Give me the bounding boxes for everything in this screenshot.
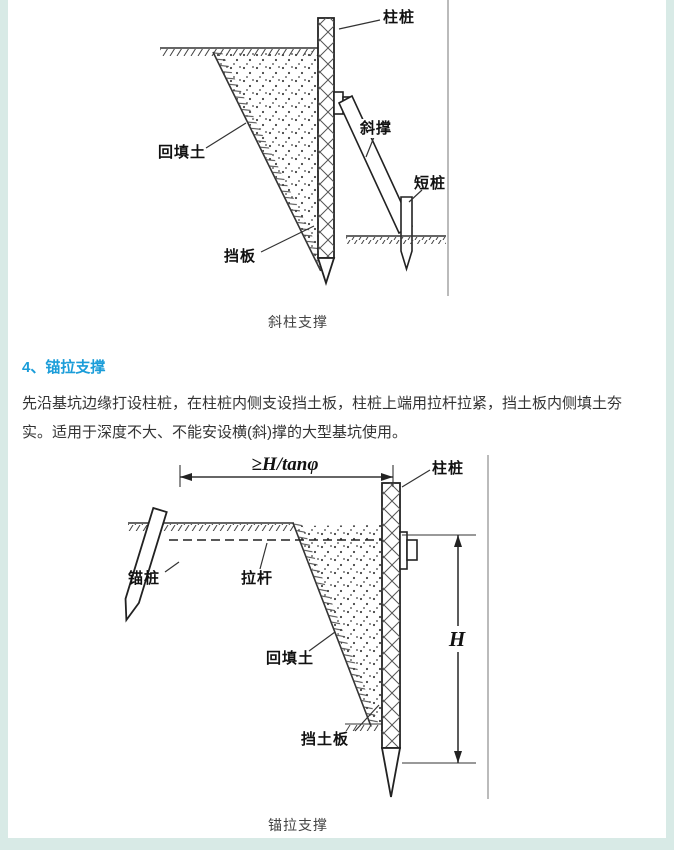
excavation-slope bbox=[292, 520, 379, 727]
leader-board bbox=[260, 225, 315, 253]
label-brace-bg bbox=[357, 119, 395, 138]
short-pile bbox=[400, 196, 413, 272]
top-dimension bbox=[179, 465, 394, 487]
leader-short-pile bbox=[408, 189, 423, 203]
label-inclined-brace: 斜撑 bbox=[359, 119, 392, 137]
figure2-drawing: ≥H/tanφ H 柱桩 锚桩 拉杆 回填土 挡土板 bbox=[124, 454, 489, 799]
figure-inclined-column-support: 柱桩 回填土 斜撑 短桩 挡板 斜柱支撑 bbox=[8, 0, 666, 332]
leader-brace bbox=[365, 136, 375, 158]
label-column-pile: 柱桩 bbox=[432, 459, 464, 477]
leader-backfill bbox=[205, 122, 247, 149]
section-heading: 4、锚拉支撑 bbox=[22, 359, 106, 376]
leader-column-pile bbox=[401, 469, 431, 488]
height-dimension bbox=[402, 534, 476, 764]
ground-line-bottom bbox=[346, 235, 446, 244]
label-board: 挡土板 bbox=[301, 730, 349, 748]
leader-backfill bbox=[308, 631, 336, 652]
leader-board bbox=[354, 704, 380, 732]
waler-bracket bbox=[399, 531, 418, 570]
column-pile bbox=[316, 17, 336, 286]
label-backfill-soil: 回填土 bbox=[266, 649, 314, 667]
leader-column-pile bbox=[338, 19, 381, 30]
figure2-caption: 锚拉支撑 bbox=[268, 817, 328, 833]
figure1-caption: 斜柱支撑 bbox=[268, 314, 328, 330]
label-top-dimension: ≥H/tanφ bbox=[252, 454, 319, 475]
leader-tie-rod bbox=[259, 542, 268, 570]
ground-line-top bbox=[160, 47, 318, 56]
label-backfill-soil: 回填土 bbox=[158, 143, 206, 161]
excavation-bottom bbox=[345, 723, 382, 731]
leader-anchor-pile bbox=[164, 561, 180, 573]
column-pile bbox=[380, 482, 402, 798]
anchor-pile bbox=[124, 506, 168, 623]
label-short-pile: 短桩 bbox=[414, 174, 446, 192]
label-height: H bbox=[448, 627, 466, 651]
excavation-slope bbox=[212, 48, 328, 272]
label-anchor-pile: 锚桩 bbox=[128, 569, 160, 587]
body-paragraph: 先沿基坑边缘打设柱桩，在柱桩内侧支设挡土板，柱桩上端用拉杆拉紧，挡土板内侧填土夯… bbox=[22, 395, 623, 441]
label-tie-rod: 拉杆 bbox=[241, 569, 273, 587]
document-content: 柱桩 回填土 斜撑 短桩 挡板 斜柱支撑 4、锚拉支撑 先沿基坑边缘打设柱桩，在… bbox=[8, 0, 666, 838]
figure1-drawing: 柱桩 回填土 斜撑 短桩 挡板 bbox=[158, 0, 449, 296]
label-board: 挡板 bbox=[224, 247, 256, 265]
figure-anchor-tie-support: ≥H/tanφ H 柱桩 锚桩 拉杆 回填土 挡土板 锚拉支撑 bbox=[8, 453, 666, 835]
label-column-pile: 柱桩 bbox=[383, 8, 415, 26]
